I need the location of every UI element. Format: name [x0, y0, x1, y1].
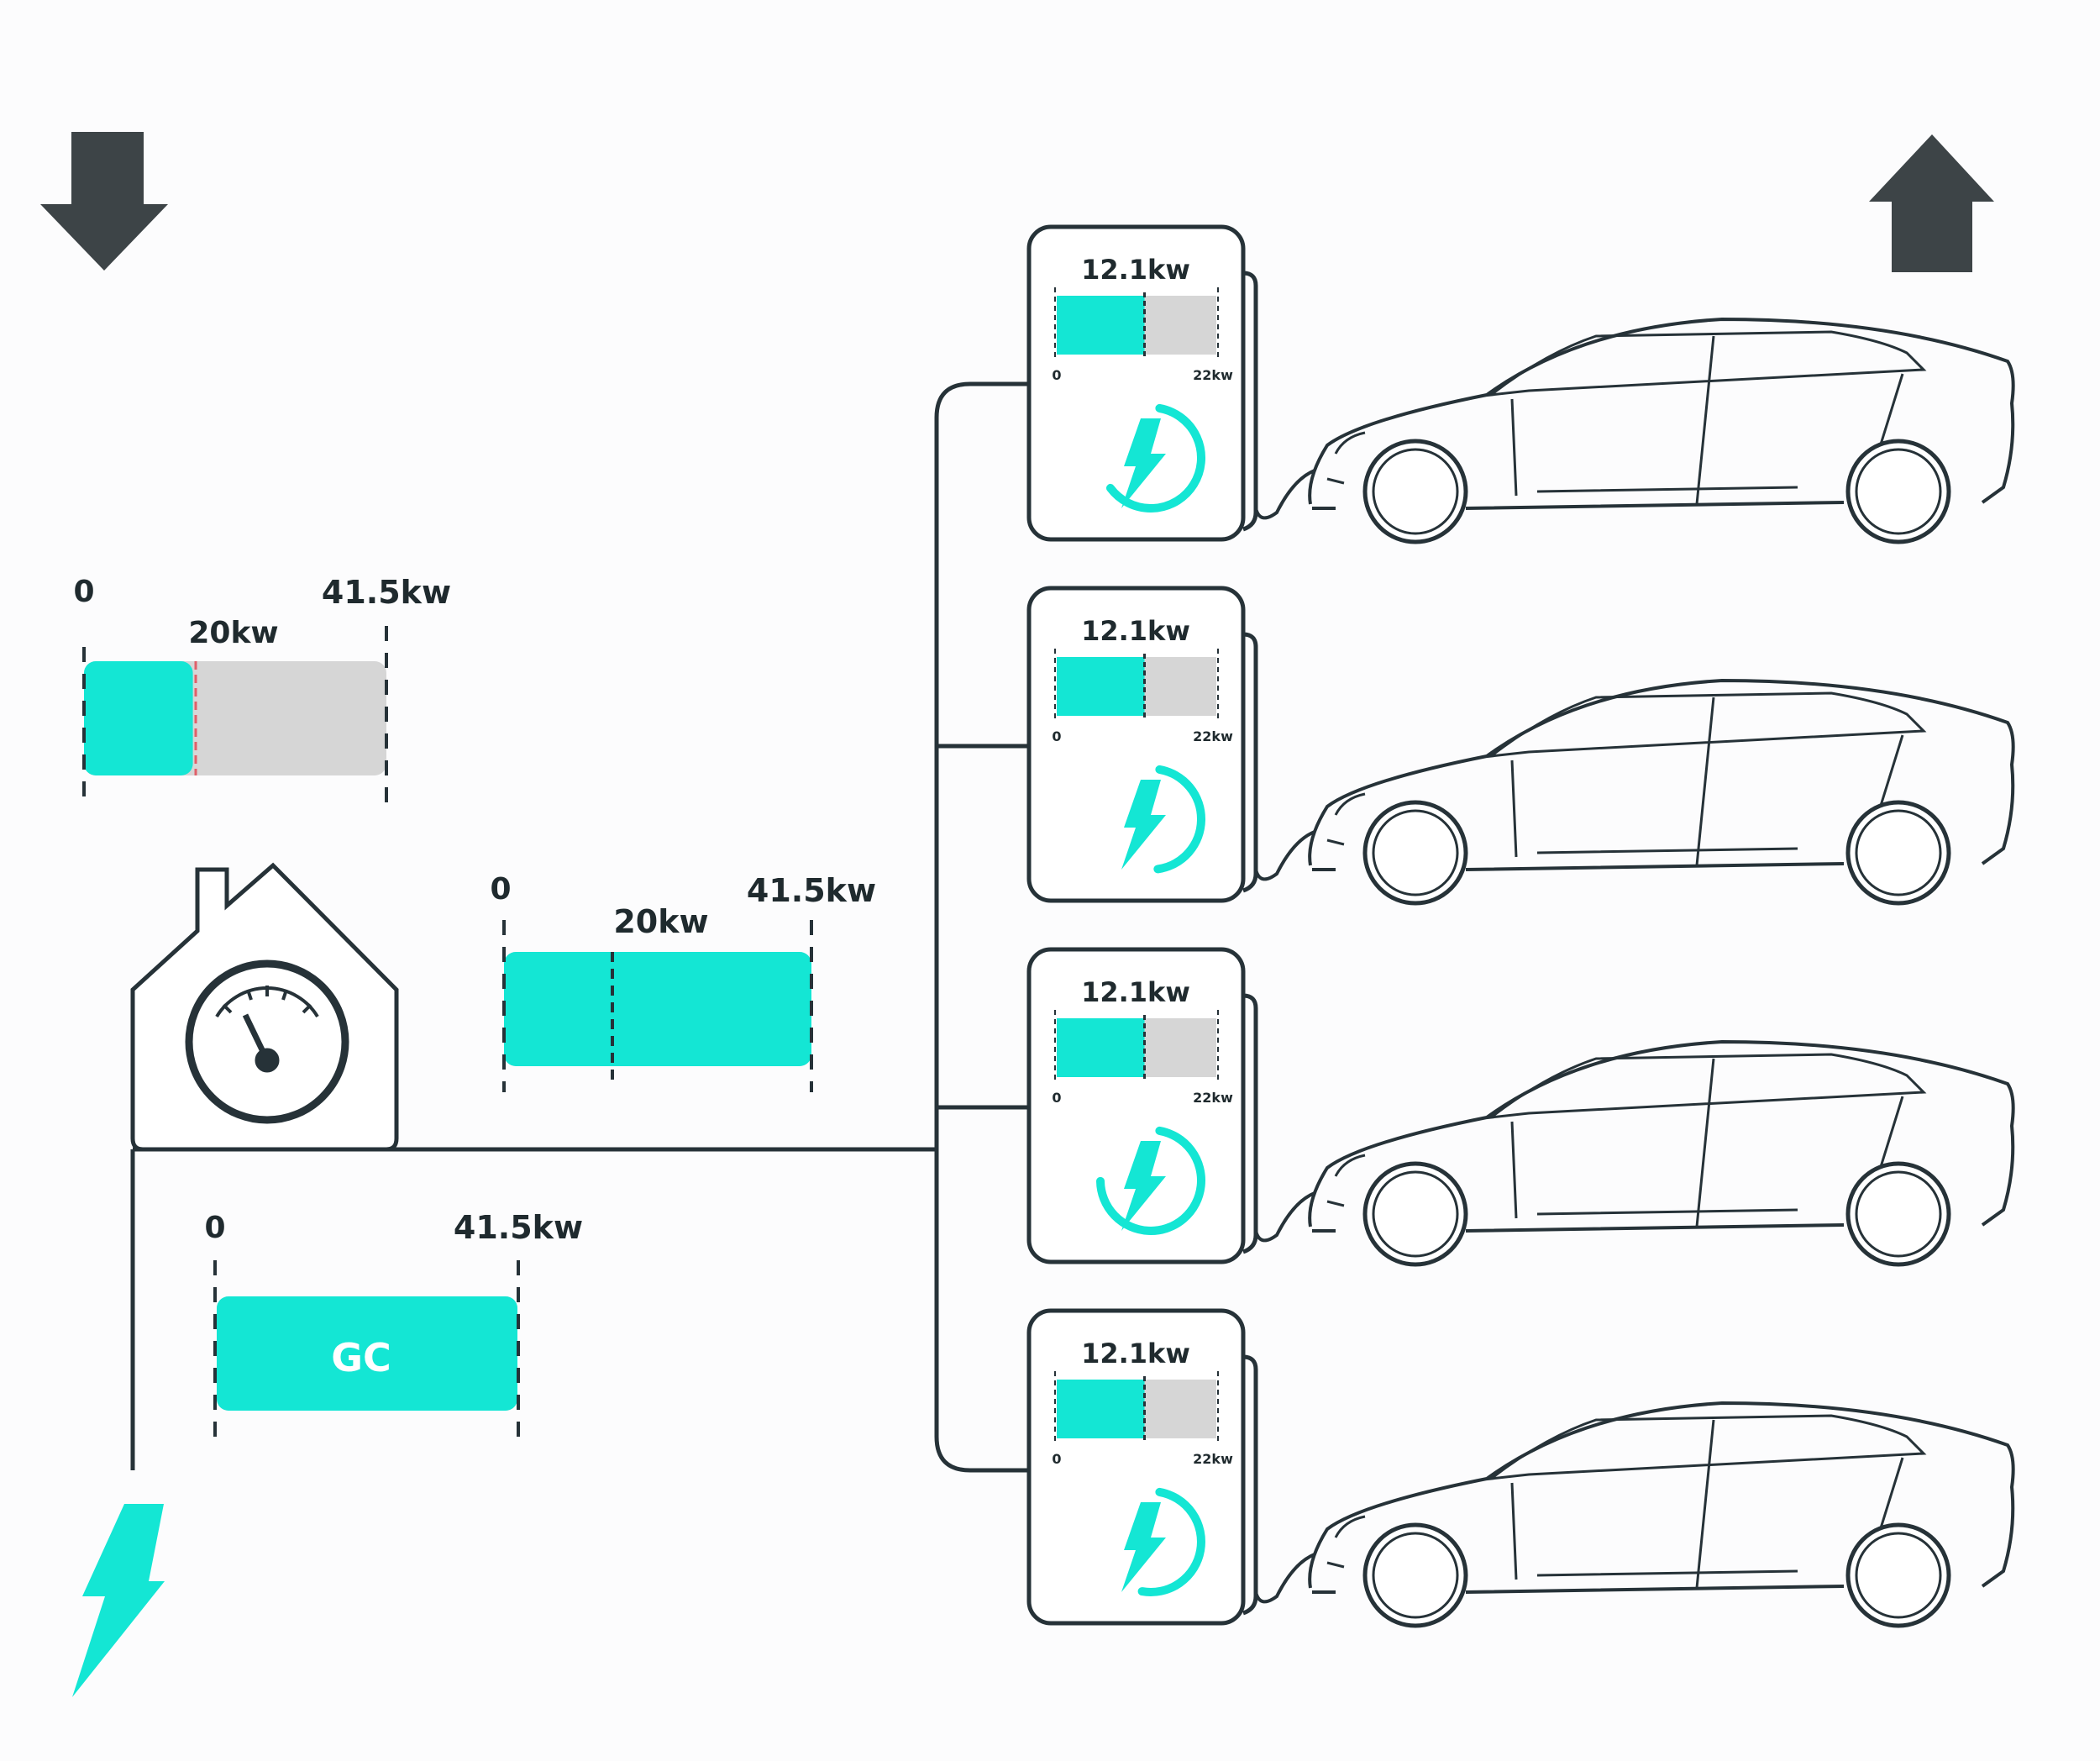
charger-gauge-max: 22kw — [1193, 1451, 1233, 1467]
charger-unit: 12.1kw 0 22kw — [1026, 224, 2015, 544]
charger-gauge-max: 22kw — [1193, 367, 1233, 383]
charging-cable — [1254, 1553, 1315, 1604]
charger-power-label: 12.1kw — [1081, 976, 1190, 1008]
gc-gauge-min: 0 — [204, 1211, 225, 1245]
house-gauge-min: 0 — [73, 575, 94, 609]
charger-gauge-max: 22kw — [1193, 1090, 1233, 1106]
arrow-down-icon — [40, 132, 168, 271]
charger-gauge-min: 0 — [1052, 367, 1061, 383]
charging-cable — [1254, 1191, 1315, 1243]
charging-cable — [1254, 830, 1315, 881]
house-gauge-max: 41.5kw — [322, 574, 451, 611]
charger-power-label: 12.1kw — [1081, 1338, 1190, 1369]
house-load-gauge: 0 20kw 41.5kw — [73, 574, 451, 805]
charger-power-label: 12.1kw — [1081, 615, 1190, 647]
charger-gauge-fill — [1057, 1380, 1145, 1438]
car-icon — [1308, 317, 2015, 544]
charging-progress-arc — [1153, 765, 1205, 874]
lightning-icon — [1121, 418, 1166, 508]
arrow-up-icon — [1869, 134, 1994, 272]
lightning-icon — [1121, 1141, 1166, 1231]
car-icon — [1308, 1401, 2015, 1628]
distribution-gauge-max: 41.5kw — [747, 872, 876, 909]
car-icon — [1308, 678, 2015, 906]
gc-label: GC — [331, 1335, 391, 1380]
charger-unit: 12.1kw 0 22kw — [1026, 586, 2015, 906]
gc-gauge-max: 41.5kw — [454, 1209, 583, 1246]
house-meter-icon — [130, 862, 399, 1152]
charger-gauge-min: 0 — [1052, 728, 1061, 744]
lightning-icon — [1121, 1502, 1166, 1592]
charging-stations: 12.1kw 0 22kw 12.1kw 0 22kw 12.1kw 0 22kw 12.1kw 0… — [1026, 224, 2015, 1628]
house-gauge-mid: 20kw — [188, 616, 278, 650]
charger-power-label: 12.1kw — [1081, 254, 1190, 286]
grid-connection-gauge: 0 41.5kw GC — [204, 1209, 583, 1437]
charger-gauge-min: 0 — [1052, 1090, 1061, 1106]
lightning-icon — [72, 1504, 165, 1697]
charger-gauge-fill — [1057, 1018, 1145, 1077]
charging-cable — [1254, 469, 1315, 520]
distribution-gauge-min: 0 — [490, 872, 511, 907]
charger-unit: 12.1kw 0 22kw — [1026, 1308, 2015, 1628]
charging-progress-arc — [1137, 1487, 1205, 1596]
distribution-gauge-mid: 20kw — [613, 903, 708, 940]
charger-unit: 12.1kw 0 22kw — [1026, 947, 2015, 1267]
car-icon — [1308, 1039, 2015, 1267]
lightning-icon — [1121, 780, 1166, 870]
charging-progress-arc — [1105, 403, 1205, 513]
charger-gauge-fill — [1057, 657, 1145, 716]
charger-gauge-max: 22kw — [1193, 728, 1233, 744]
charger-gauge-min: 0 — [1052, 1451, 1061, 1467]
charging-progress-arc — [1096, 1126, 1205, 1235]
charger-gauge-fill — [1057, 296, 1145, 355]
distribution-gauge: 0 20kw 41.5kw — [490, 872, 876, 1092]
